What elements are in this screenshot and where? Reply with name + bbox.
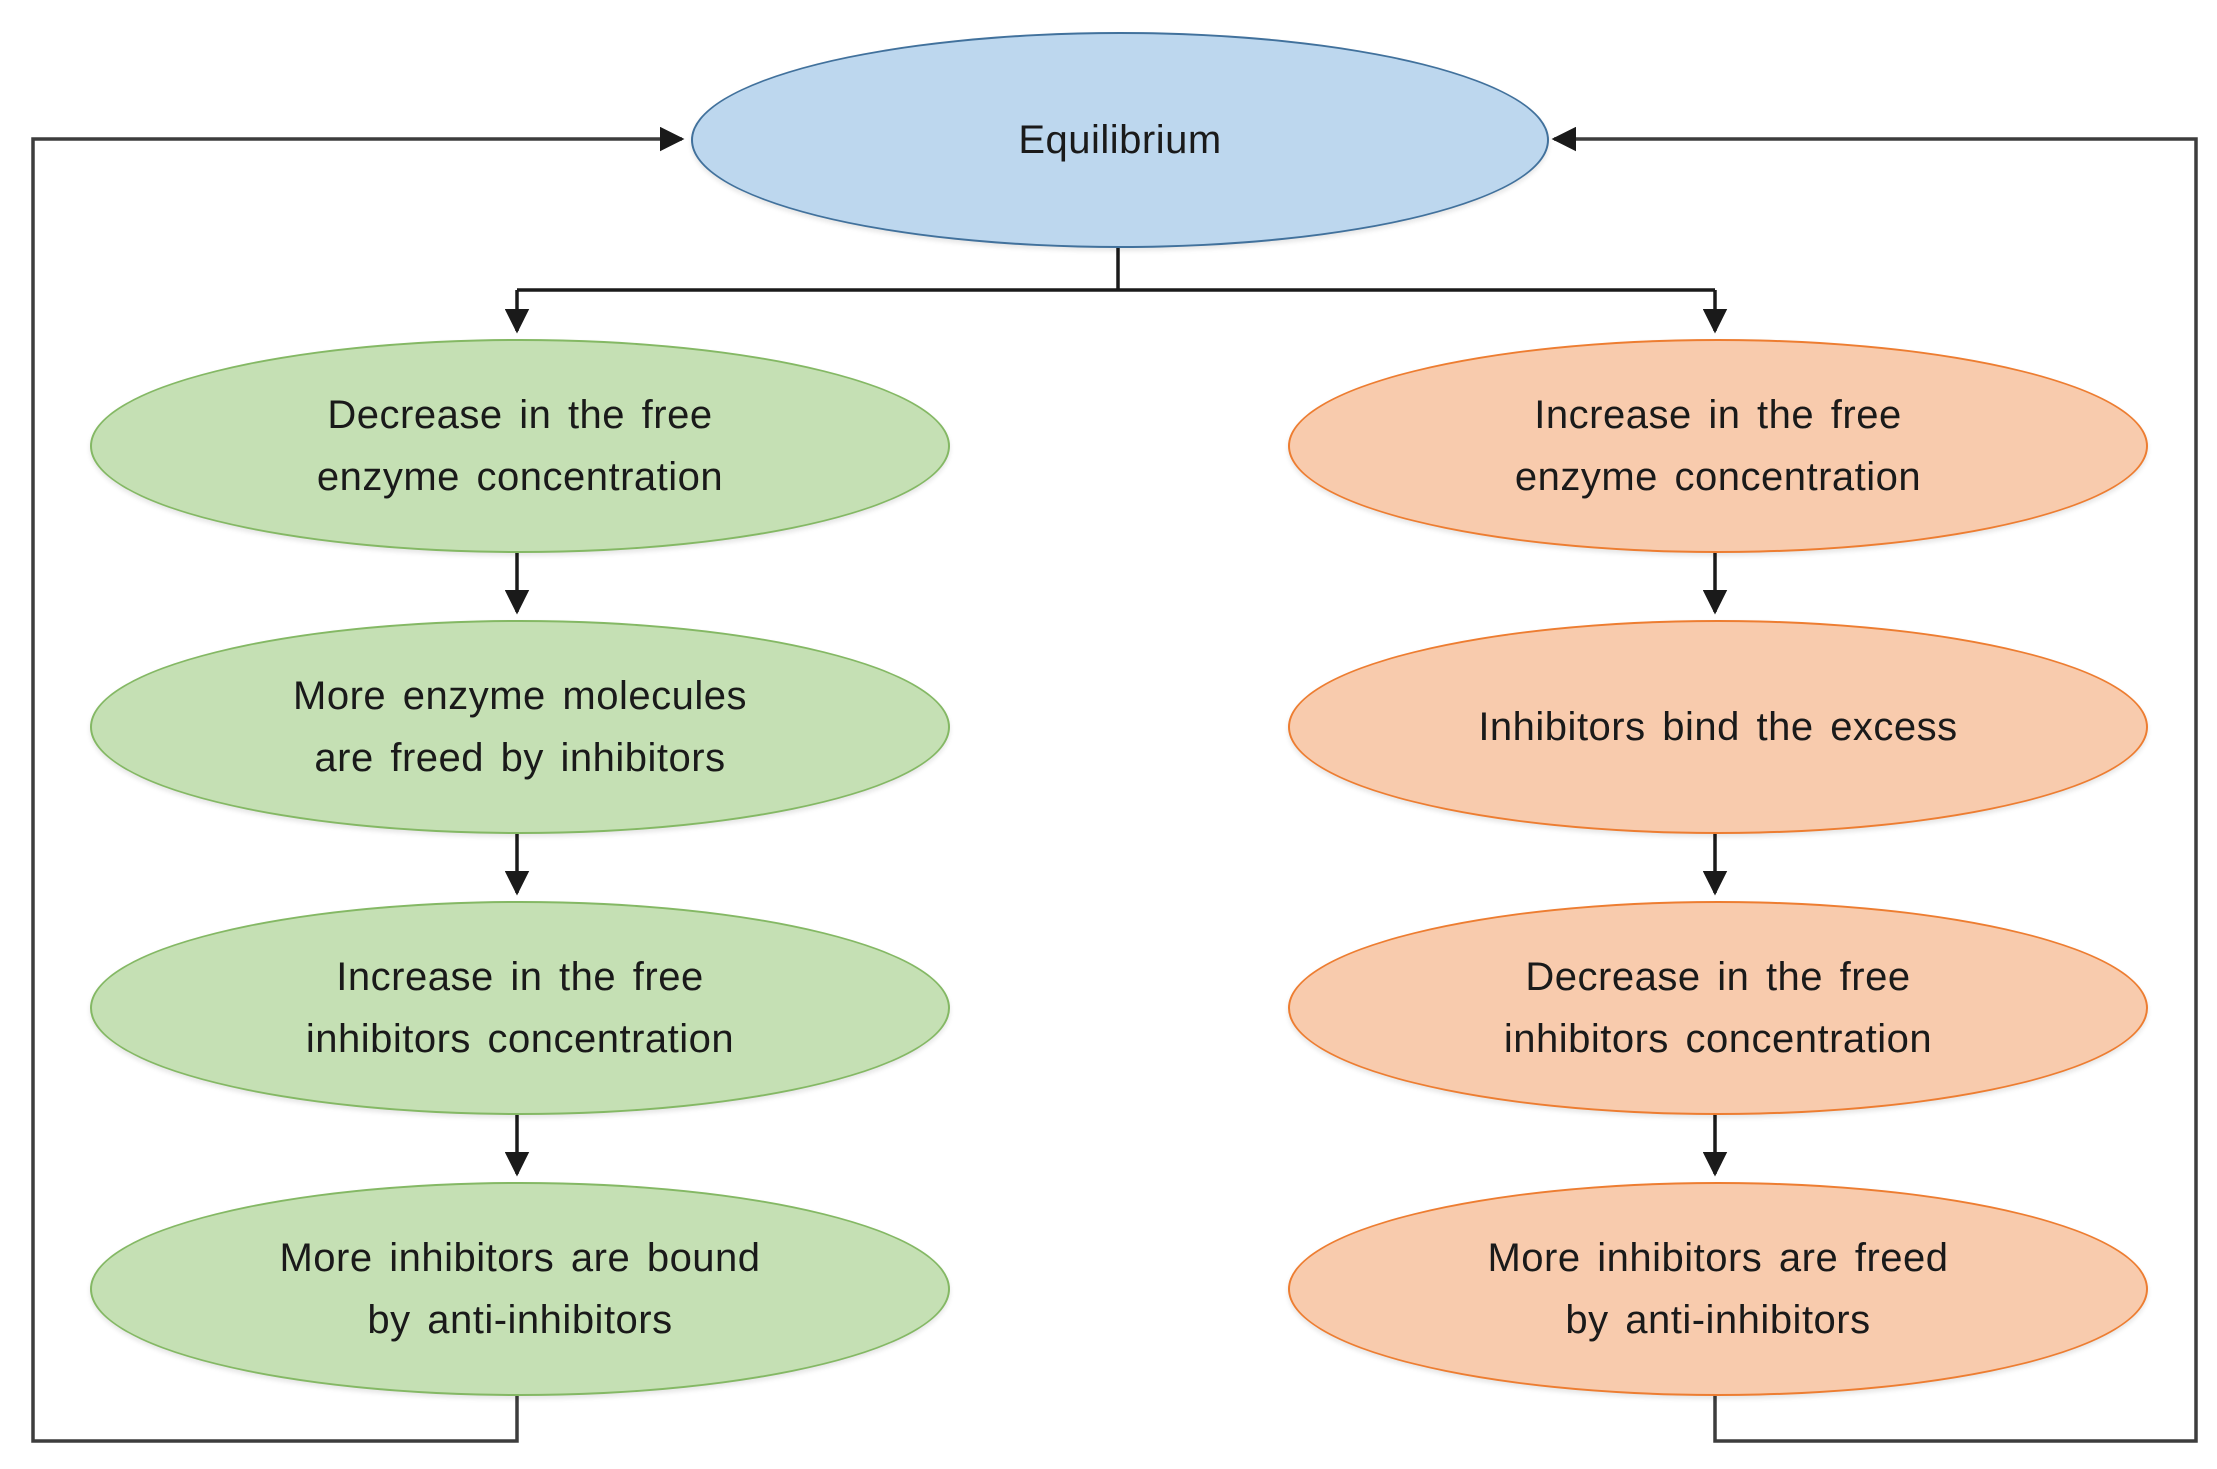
node-label-line: are freed by inhibitors (314, 736, 726, 780)
node-label-line: by anti-inhibitors (367, 1298, 673, 1342)
node-right-increase-free-enzyme: Increase in the free enzyme concentratio… (1288, 339, 2148, 553)
node-label-line: inhibitors concentration (1503, 1017, 1933, 1061)
node-label-line: More inhibitors are bound (279, 1236, 761, 1280)
node-right-inhibitors-freed: More inhibitors are freed by anti-inhibi… (1288, 1182, 2148, 1396)
node-left-enzymes-freed: More enzyme molecules are freed by inhib… (90, 620, 950, 834)
node-label-line: Inhibitors bind the excess (1478, 705, 1958, 749)
node-label-line: by anti-inhibitors (1565, 1298, 1871, 1342)
node-label-line: Increase in the free (1534, 393, 1902, 437)
node-label-line: More inhibitors are freed (1487, 1236, 1949, 1280)
node-label-line: inhibitors concentration (305, 1017, 735, 1061)
node-label-line: Decrease in the free (327, 393, 713, 437)
node-label-line: Decrease in the free (1525, 955, 1911, 999)
node-left-inhibitors-bound: More inhibitors are bound by anti-inhibi… (90, 1182, 950, 1396)
node-left-decrease-free-enzyme: Decrease in the free enzyme concentratio… (90, 339, 950, 553)
node-label-line: enzyme concentration (1514, 455, 1922, 499)
node-label-line: Increase in the free (336, 955, 704, 999)
node-equilibrium: Equilibrium (691, 32, 1549, 248)
node-label-line: More enzyme molecules (293, 674, 747, 718)
node-equilibrium-label: Equilibrium (1018, 118, 1222, 162)
node-right-inhibitors-bind-excess: Inhibitors bind the excess (1288, 620, 2148, 834)
node-left-increase-free-inhibitors: Increase in the free inhibitors concentr… (90, 901, 950, 1115)
node-right-decrease-free-inhibitors: Decrease in the free inhibitors concentr… (1288, 901, 2148, 1115)
node-label-line: enzyme concentration (316, 455, 724, 499)
